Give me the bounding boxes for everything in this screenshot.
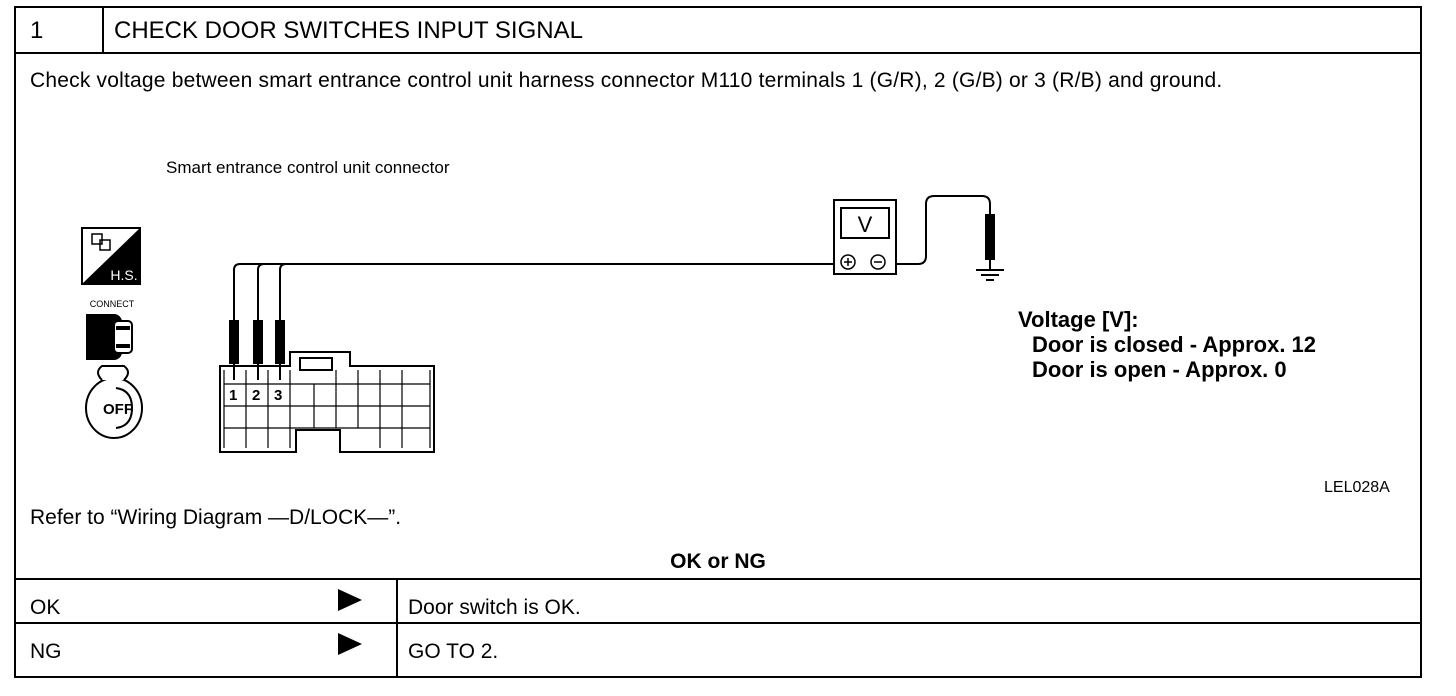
connect-icon-label: CONNECT [90, 299, 135, 309]
voltage-door-closed: Door is closed - Approx. 12 [1032, 332, 1317, 357]
hs-icon-label: H.S. [110, 267, 137, 283]
results-column-divider [396, 578, 398, 678]
probe-wires [233, 195, 991, 326]
step-title: CHECK DOOR SWITCHES INPUT SIGNAL [114, 17, 583, 44]
header-column-divider [102, 8, 104, 52]
results-row-divider [16, 622, 1420, 624]
voltage-title: Voltage [V]: [1018, 307, 1139, 332]
terminal-labels: 1 2 3 [229, 387, 282, 404]
connector-diagram: H.S. CONNECT OFF [81, 195, 1004, 453]
terminal-2-label: 2 [252, 387, 260, 404]
connect-icon: CONNECT [86, 299, 135, 360]
result-ok-label: OK [30, 596, 61, 619]
terminal-1-label: 1 [229, 387, 237, 404]
harness-side-icon: H.S. [81, 227, 141, 285]
result-ng-label: NG [30, 640, 62, 663]
result-heading: OK or NG [670, 550, 766, 573]
ignition-off-icon: OFF [85, 365, 143, 439]
connector-probes [229, 320, 285, 380]
header-divider [16, 52, 1420, 54]
result-ok-action: Door switch is OK. [408, 596, 581, 619]
result-ng-action: GO TO 2. [408, 640, 499, 663]
figure-code: LEL028A [1324, 479, 1390, 496]
ignition-label: OFF [103, 401, 133, 418]
step-table: 1 CHECK DOOR SWITCHES INPUT SIGNAL Check… [14, 6, 1422, 678]
voltmeter: V [833, 199, 897, 275]
instruction-text: Check voltage between smart entrance con… [30, 69, 1223, 92]
harness-connector [219, 351, 435, 453]
reference-text: Refer to “Wiring Diagram —D/LOCK—”. [30, 506, 402, 529]
arrow-right-icon [338, 633, 362, 655]
meter-label: V [858, 212, 873, 237]
terminal-3-label: 3 [274, 387, 282, 404]
results-top-divider [16, 578, 1420, 580]
ground-probe [976, 214, 1004, 281]
step-number: 1 [30, 17, 44, 44]
connector-caption: Smart entrance control unit connector [166, 158, 450, 177]
arrow-right-icon [338, 589, 362, 611]
voltage-door-open: Door is open - Approx. 0 [1032, 357, 1287, 382]
